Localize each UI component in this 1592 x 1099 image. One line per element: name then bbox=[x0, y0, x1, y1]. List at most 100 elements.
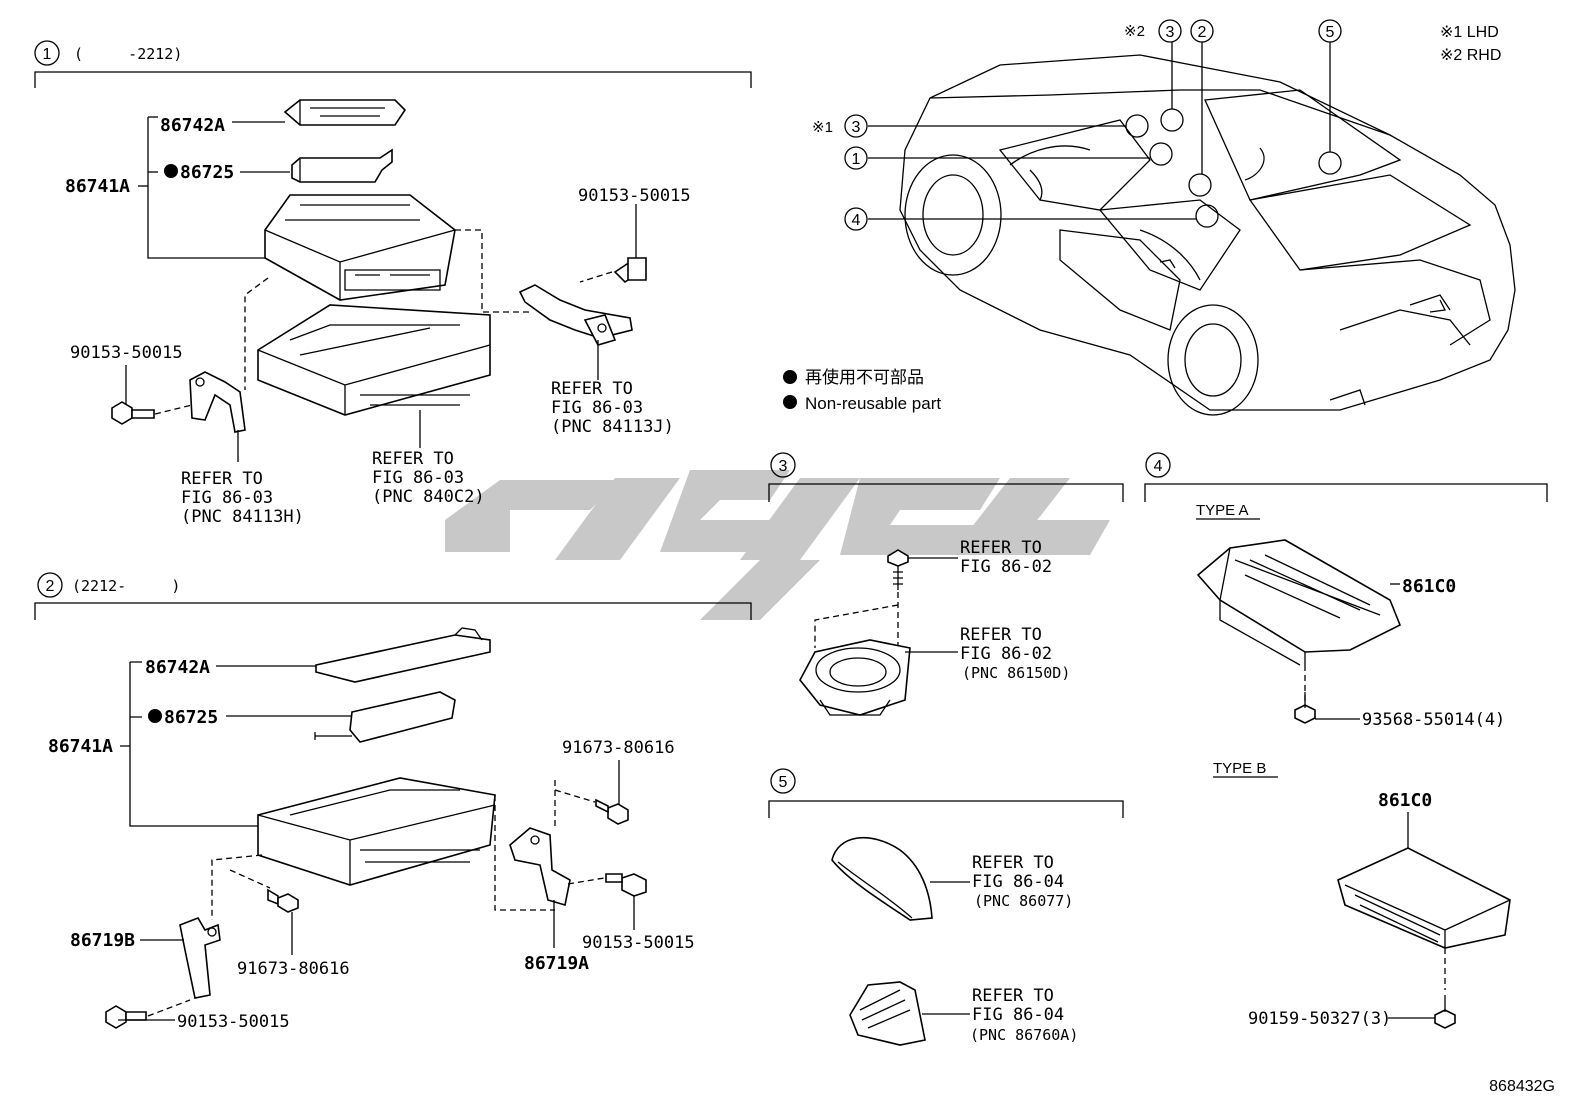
ref-left-bracket-line1[interactable]: REFER TO bbox=[181, 469, 263, 489]
bolt-90153-50015-g2-right bbox=[605, 873, 647, 897]
bolt-90153-50015-left bbox=[111, 401, 155, 425]
location-1[interactable] bbox=[1149, 142, 1173, 166]
ref-antenna-top-line2[interactable]: FIG 86-04 bbox=[972, 872, 1064, 892]
ref-right-bracket-line2[interactable]: FIG 86-03 bbox=[551, 398, 643, 418]
ref-screw-line2[interactable]: FIG 86-02 bbox=[960, 557, 1052, 577]
ref-left-bracket-line3[interactable]: (PNC 84113H) bbox=[181, 507, 304, 527]
module-type-a-drawing bbox=[1196, 539, 1402, 666]
ref-antenna-top-line1[interactable]: REFER TO bbox=[972, 853, 1054, 873]
group-4-number: 4 bbox=[1154, 458, 1163, 475]
group-1-range: ( -2212) bbox=[74, 45, 182, 63]
callout-3-rhd-number: 3 bbox=[1166, 24, 1175, 41]
group-2: 2 (2212- ) 86742A 86725 86741A bbox=[34, 572, 752, 1032]
ref-screw-line1[interactable]: REFER TO bbox=[960, 538, 1042, 558]
part-number-86742A[interactable]: 86742A bbox=[160, 115, 225, 136]
ref-tray-line2[interactable]: FIG 86-03 bbox=[372, 468, 464, 488]
group-3-bracket-line bbox=[768, 483, 1124, 502]
ref-antenna-top-line3[interactable]: (PNC 86077) bbox=[974, 892, 1073, 910]
ref-antenna-bottom-line3[interactable]: (PNC 86760A) bbox=[970, 1026, 1078, 1044]
part-number-86742A-g2[interactable]: 86742A bbox=[145, 657, 210, 678]
group-3-number: 3 bbox=[779, 458, 788, 475]
speaker-drawing bbox=[799, 639, 911, 716]
legend-bullet-en bbox=[783, 395, 797, 409]
car-illustration: ※2 3 2 5 ※1 3 1 4 bbox=[812, 19, 1516, 416]
bracket-left-drawing bbox=[189, 371, 246, 433]
non-reusable-mark-g2 bbox=[148, 709, 162, 723]
ref-left-bracket-line2[interactable]: FIG 86-03 bbox=[181, 488, 273, 508]
group-1-number: 1 bbox=[43, 46, 52, 63]
screw-drawing bbox=[887, 549, 909, 590]
location-2[interactable] bbox=[1188, 173, 1212, 197]
part-number-90153-50015-g2-right[interactable]: 90153-50015 bbox=[582, 933, 695, 953]
watermark-logo bbox=[445, 470, 1110, 620]
group-2-bracket-line bbox=[34, 602, 752, 620]
battery-86725-drawing bbox=[291, 148, 393, 183]
location-5[interactable] bbox=[1318, 151, 1342, 175]
part-number-90153-50015-left[interactable]: 90153-50015 bbox=[70, 343, 183, 363]
legend-lhd-note: ※1 LHD bbox=[1440, 24, 1499, 41]
callout-5-number: 5 bbox=[1326, 24, 1335, 41]
bolt-90153-50015-g2-bottom bbox=[105, 1005, 147, 1029]
part-number-86719B[interactable]: 86719B bbox=[70, 930, 135, 951]
ref-tray-line3[interactable]: (PNC 840C2) bbox=[372, 487, 485, 507]
legend-bullet-jp bbox=[783, 370, 797, 384]
bracket-86719B-drawing bbox=[179, 917, 221, 999]
screw-91673-80616-mid bbox=[267, 888, 299, 913]
group-2-range: (2212- ) bbox=[72, 577, 180, 595]
group-3-number-circle bbox=[770, 452, 796, 478]
antenna-bottom-drawing bbox=[849, 981, 926, 1046]
callout-1-number: 1 bbox=[852, 151, 861, 168]
part-number-86741A-g2[interactable]: 86741A bbox=[48, 736, 113, 757]
ref-antenna-bottom-line1[interactable]: REFER TO bbox=[972, 986, 1054, 1006]
cover-86742A-drawing bbox=[283, 99, 407, 126]
group-4: 4 TYPE A 861C0 93568-55014(4) TYPE B 861… bbox=[1144, 452, 1548, 1029]
part-number-86725[interactable]: 86725 bbox=[180, 162, 234, 183]
ref-right-bracket-line1[interactable]: REFER TO bbox=[551, 379, 633, 399]
type-a-part-number[interactable]: 861C0 bbox=[1402, 576, 1456, 597]
screw-91673-80616-top bbox=[595, 798, 629, 825]
callout-2-circle bbox=[1190, 19, 1214, 43]
ref-speaker-line2[interactable]: FIG 86-02 bbox=[960, 644, 1052, 664]
type-b-part-number[interactable]: 861C0 bbox=[1378, 790, 1432, 811]
ref-speaker-line3[interactable]: (PNC 86150D) bbox=[962, 664, 1070, 682]
group-2-number-circle bbox=[37, 572, 63, 598]
tray-drawing bbox=[257, 304, 491, 416]
callout-4-number: 4 bbox=[852, 212, 861, 229]
location-3-lhd[interactable] bbox=[1125, 114, 1149, 138]
callout-5-circle bbox=[1318, 19, 1342, 43]
part-number-86719A[interactable]: 86719A bbox=[524, 953, 589, 974]
part-number-90153-50015-right[interactable]: 90153-50015 bbox=[578, 186, 691, 206]
callout-4-circle bbox=[844, 207, 868, 231]
group-1: 1 ( -2212) 86742A 86725 86741A bbox=[34, 40, 752, 527]
unit-g2-drawing bbox=[257, 777, 496, 886]
part-number-90153-50015-g2-bottom[interactable]: 90153-50015 bbox=[177, 1012, 290, 1032]
ref-right-bracket-line3[interactable]: (PNC 84113J) bbox=[551, 417, 674, 437]
group-5-number-circle bbox=[770, 768, 796, 794]
type-b-screw-number[interactable]: 90159-50327(3) bbox=[1248, 1009, 1391, 1029]
part-number-86725-g2[interactable]: 86725 bbox=[164, 707, 218, 728]
group-5-number: 5 bbox=[779, 774, 788, 791]
ref-speaker-line1[interactable]: REFER TO bbox=[960, 625, 1042, 645]
legend-nonreusable-en: Non-reusable part bbox=[805, 394, 941, 413]
legend-rhd-note: ※2 RHD bbox=[1440, 47, 1501, 64]
unit-86741A-drawing bbox=[264, 194, 456, 301]
bracket-right-drawing bbox=[518, 284, 633, 346]
group-5-bracket-line bbox=[768, 800, 1124, 818]
location-3-rhd[interactable] bbox=[1160, 108, 1184, 132]
ref-antenna-bottom-line2[interactable]: FIG 86-04 bbox=[972, 1005, 1064, 1025]
part-number-86741A[interactable]: 86741A bbox=[65, 176, 130, 197]
group-1-number-circle bbox=[34, 40, 60, 66]
diagram-code: 868432G bbox=[1489, 1078, 1555, 1095]
module-type-b-drawing bbox=[1337, 847, 1511, 949]
group-4-bracket-line bbox=[1144, 483, 1548, 502]
group-3: 3 REFER TO FIG 86-02 REFER TO FIG 86-02 … bbox=[768, 452, 1124, 716]
part-number-91673-80616-mid[interactable]: 91673-80616 bbox=[237, 959, 350, 979]
part-number-91673-80616-top[interactable]: 91673-80616 bbox=[562, 738, 675, 758]
battery-g2-drawing bbox=[314, 691, 456, 743]
screw-type-a-drawing bbox=[1294, 692, 1316, 724]
type-a-screw-number[interactable]: 93568-55014(4) bbox=[1362, 710, 1505, 730]
location-4[interactable] bbox=[1195, 204, 1219, 228]
ref-tray-line1[interactable]: REFER TO bbox=[372, 449, 454, 469]
type-b-label: TYPE B bbox=[1213, 760, 1266, 777]
